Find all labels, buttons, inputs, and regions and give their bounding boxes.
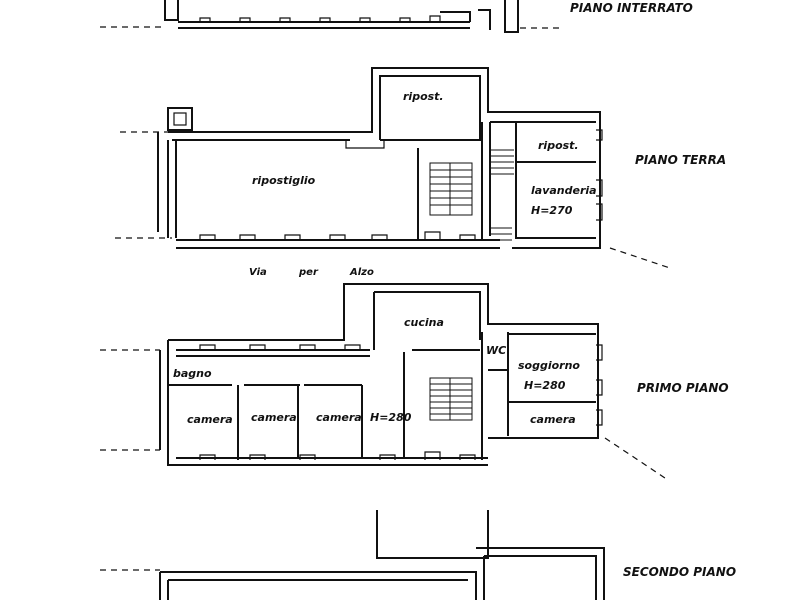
room-label-height-ground: H=270 <box>531 204 573 217</box>
room-label-lavanderia: lavanderia <box>531 184 597 197</box>
basement-window-marks <box>199 15 441 22</box>
room-label-wc: WC <box>486 344 506 357</box>
floor-label-ground: PIANO TERRA <box>635 153 726 167</box>
room-label-ripostiglio: ripostiglio <box>252 174 316 187</box>
floor-label-basement: PIANO INTERRATO <box>570 1 693 15</box>
second-floor-plan <box>100 510 605 600</box>
room-label-height-right: H=280 <box>524 379 566 392</box>
room-label-camera-3: camera <box>316 411 362 424</box>
floor-label-first: PRIMO PIANO <box>637 381 729 395</box>
basement-plan <box>100 0 560 33</box>
room-label-camera-4: camera <box>530 413 576 426</box>
room-label-camera-2: camera <box>251 411 297 424</box>
room-label-ripost-top: ripost. <box>403 90 444 103</box>
first-floor-plan <box>100 283 666 479</box>
first-staircase <box>429 377 473 421</box>
ground-window-marks <box>199 231 476 240</box>
room-label-height-center: H=280 <box>370 411 412 424</box>
street-label-via: Via <box>249 267 267 278</box>
floor-label-second: SECONDO PIANO <box>623 565 736 579</box>
street-label-per: per <box>298 267 319 278</box>
room-label-soggiorno: soggiorno <box>518 359 580 372</box>
room-label-camera-1: camera <box>187 413 233 426</box>
room-label-cucina: cucina <box>404 316 444 329</box>
street-label-alzo: Alzo <box>349 267 374 278</box>
room-label-bagno: bagno <box>173 367 212 380</box>
ground-staircase <box>429 149 514 241</box>
ground-floor-plan <box>115 67 671 269</box>
room-label-ripost-right: ripost. <box>538 139 579 152</box>
